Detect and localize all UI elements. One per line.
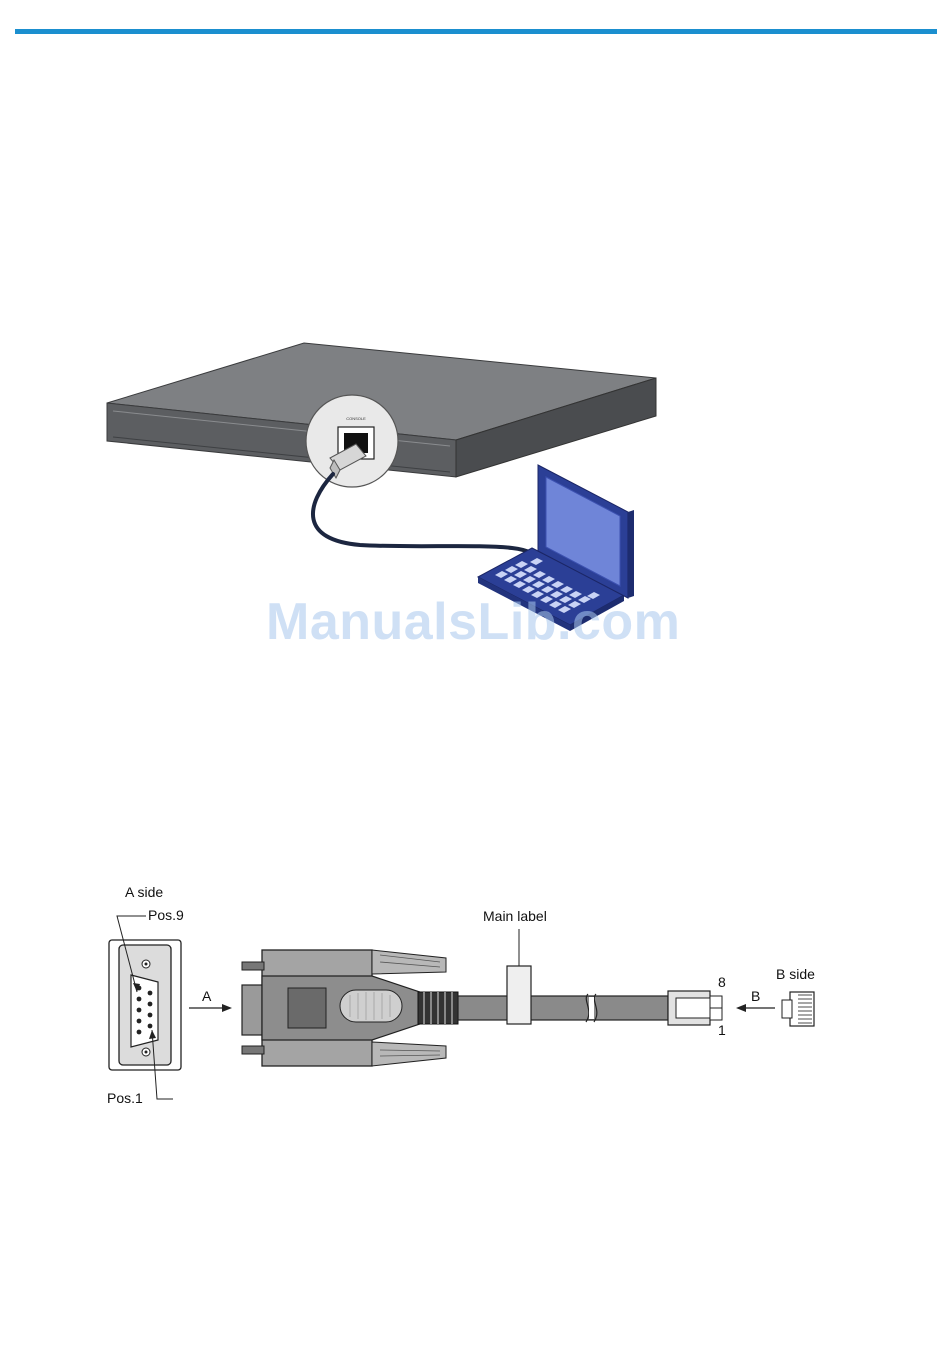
main-label-sleeve	[507, 966, 531, 1024]
console-port-label: CONSOLE	[346, 416, 366, 421]
pos9-label: Pos.9	[148, 907, 184, 923]
b-side-label: B side	[776, 966, 815, 982]
arrow-a-label: A	[202, 988, 211, 1004]
pin8-label: 8	[718, 974, 726, 990]
rj45-cable-plug	[668, 991, 722, 1025]
pos1-label: Pos.1	[107, 1090, 143, 1106]
rj45-face	[782, 992, 814, 1026]
main-label-caption: Main label	[483, 908, 547, 924]
watermark: ManualsLib.com	[266, 592, 680, 652]
pin1-label: 1	[718, 1022, 726, 1038]
a-side-label: A side	[125, 884, 163, 900]
cable-body	[458, 996, 668, 1020]
arrow-b-label: B	[751, 988, 760, 1004]
db9-connector	[242, 950, 458, 1066]
db9-face	[109, 940, 181, 1070]
